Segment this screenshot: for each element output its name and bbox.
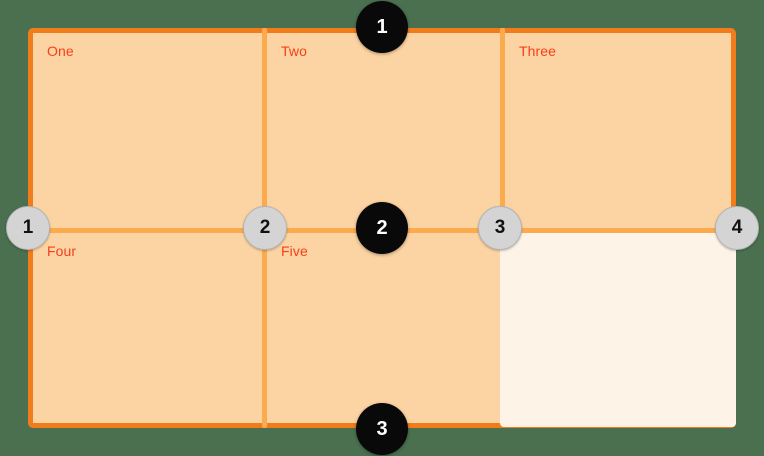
column-marker-4-label: 4: [731, 217, 743, 238]
row-marker-2-label: 2: [376, 216, 388, 239]
column-marker-3[interactable]: 3: [478, 206, 522, 250]
cell-label-four: Four: [47, 243, 77, 259]
grid-cell-one[interactable]: One: [33, 33, 262, 228]
grid-cell-five[interactable]: Five: [267, 233, 500, 423]
column-marker-1[interactable]: 1: [6, 206, 50, 250]
row-marker-3[interactable]: 3: [356, 403, 408, 455]
column-marker-4[interactable]: 4: [715, 206, 759, 250]
grid-cell-empty[interactable]: [500, 231, 736, 427]
grid-cell-two[interactable]: Two: [267, 33, 500, 228]
column-marker-2[interactable]: 2: [243, 206, 287, 250]
column-marker-3-label: 3: [494, 217, 506, 238]
column-marker-1-label: 1: [22, 217, 34, 238]
row-marker-1-label: 1: [376, 15, 388, 38]
row-marker-1[interactable]: 1: [356, 1, 408, 53]
grid-cell-four[interactable]: Four: [33, 233, 262, 423]
grid-cell-three[interactable]: Three: [505, 33, 731, 228]
row-marker-3-label: 3: [376, 417, 388, 440]
cell-label-two: Two: [281, 43, 307, 59]
column-marker-2-label: 2: [259, 217, 271, 238]
cell-label-five: Five: [281, 243, 308, 259]
cell-label-three: Three: [519, 43, 557, 59]
row-marker-2[interactable]: 2: [356, 202, 408, 254]
cell-label-one: One: [47, 43, 74, 59]
column-divider-2[interactable]: [500, 28, 505, 228]
grid-frame: One Two Three Four Five: [28, 28, 736, 428]
